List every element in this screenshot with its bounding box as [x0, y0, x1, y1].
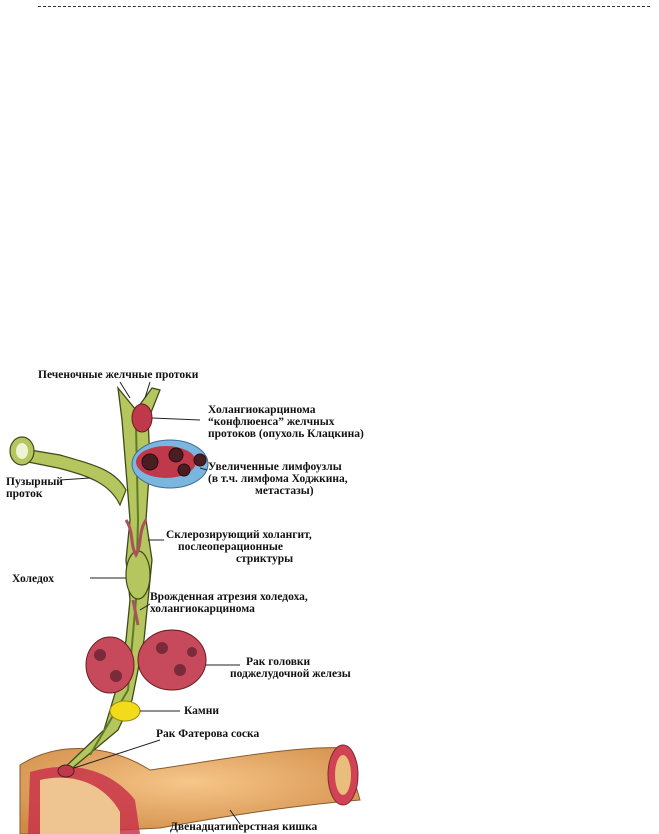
label-cystic-2: проток: [6, 488, 43, 500]
gallstone: [109, 700, 141, 722]
label-sclerosing-3: стриктуры: [236, 553, 293, 565]
label-klatskin-3: протоков (опухоль Клацкина): [208, 428, 364, 440]
label-stones: Камни: [184, 705, 219, 717]
duodenum: [19, 744, 361, 834]
top-dashed-rule: [38, 6, 650, 7]
label-pancreas-1: Рак головки: [246, 656, 311, 668]
label-lymph-3: метастазы): [255, 485, 314, 497]
lymph-nodes: [131, 439, 209, 489]
label-klatskin-1: Холангиокарцинома: [208, 404, 316, 416]
vater-tumor: [57, 764, 75, 778]
label-hepatic-ducts: Печеночные желчные протоки: [38, 369, 199, 381]
label-lymph-1: Увеличенные лимфоузлы: [208, 461, 342, 473]
sclerosing-stricture: [124, 519, 148, 558]
leader-lines: [59, 381, 241, 825]
label-sclerosing-1: Склерозирующий холангит,: [166, 529, 312, 541]
label-atresia-2: холангиокарцинома: [150, 603, 255, 615]
label-choledochus: Холедох: [12, 573, 54, 585]
label-duodenum: Двенадцатиперстная кишка: [170, 821, 318, 833]
atresia-stricture: [131, 599, 140, 626]
label-sclerosing-2: послеоперационные: [178, 541, 283, 553]
label-vater: Рак Фатерова соска: [156, 728, 259, 740]
pancreatic-tumor: [85, 629, 207, 694]
label-atresia-1: Врожденная атрезия холедоха,: [150, 591, 308, 603]
label-cystic-1: Пузырный: [6, 476, 63, 488]
label-lymph-2: (в т.ч. лимфома Ходжкина,: [208, 473, 348, 485]
label-pancreas-2: поджелудочной железы: [230, 668, 351, 680]
klatskin-tumor: [131, 403, 153, 433]
label-klatskin-2: “конфлюенса” желчных: [208, 416, 335, 428]
